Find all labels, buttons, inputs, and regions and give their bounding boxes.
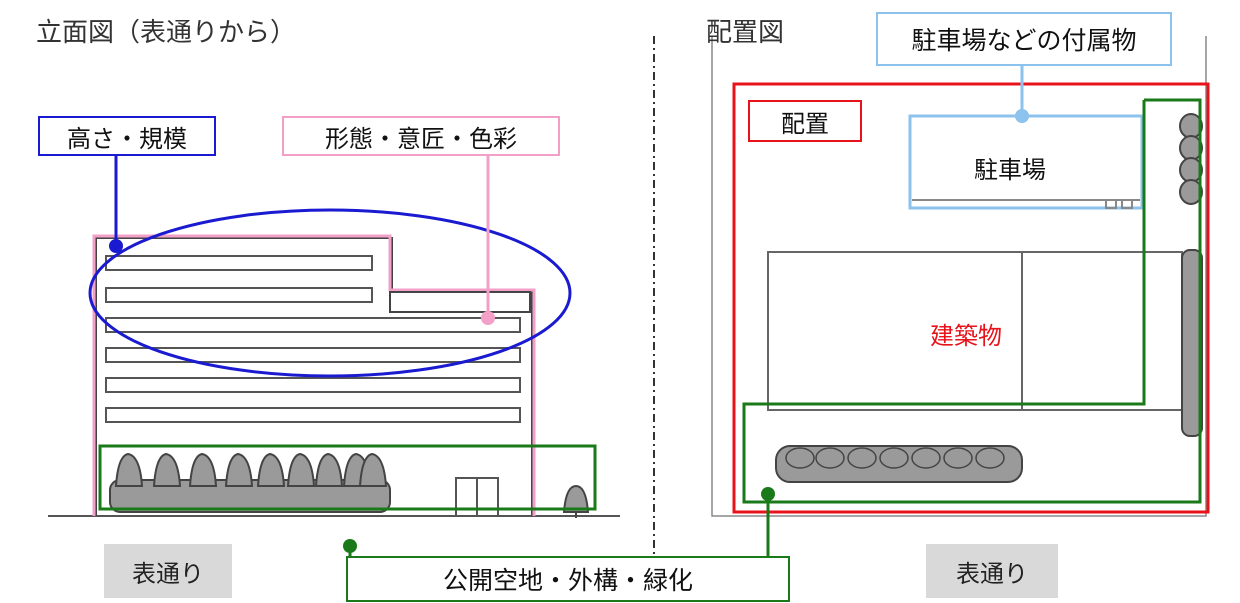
- parking-leader-dot: [1015, 109, 1029, 123]
- street-label-right: 表通り: [926, 544, 1058, 598]
- tree-small-elevation: [562, 484, 590, 513]
- openspace-frame-left: [98, 444, 597, 511]
- openspace-label: 公開空地・外構・緑化: [346, 556, 790, 602]
- parking-stops: [1105, 199, 1133, 209]
- building-text: 建築物: [930, 322, 1002, 350]
- height-scale-ellipse: [88, 208, 572, 378]
- openspace-frame-right: [742, 98, 1202, 504]
- layout-frame: [732, 82, 1210, 514]
- roof-parapet: [389, 291, 531, 313]
- openspace-leader-dot-right: [761, 487, 775, 501]
- form-outline: [92, 234, 536, 516]
- parking-text: 駐車場: [974, 156, 1046, 184]
- form-design-color-label: 形態・意匠・色彩: [282, 116, 560, 156]
- trees-plan-right: [1179, 113, 1203, 205]
- height-scale-label: 高さ・規模: [38, 116, 216, 156]
- layout-label: 配置: [748, 100, 862, 142]
- height-leader-dot: [109, 239, 123, 253]
- hedge-plan-right: [1181, 249, 1203, 437]
- form-leader-dot: [481, 311, 495, 325]
- window-bands: [105, 255, 521, 423]
- openspace-leader-dot-left: [343, 539, 357, 553]
- site-boundary: [711, 36, 1207, 517]
- street-label-left: 表通り: [104, 544, 232, 598]
- elevation-title: 立面図（表通りから）: [36, 18, 297, 48]
- trees-elevation: [114, 452, 388, 487]
- site-plan-title: 配置図: [706, 18, 785, 48]
- hedge-plan-bottom-shrubs: [785, 447, 1005, 469]
- building-elevation: [95, 237, 533, 516]
- parking-accessory-label: 駐車場などの付属物: [876, 12, 1172, 66]
